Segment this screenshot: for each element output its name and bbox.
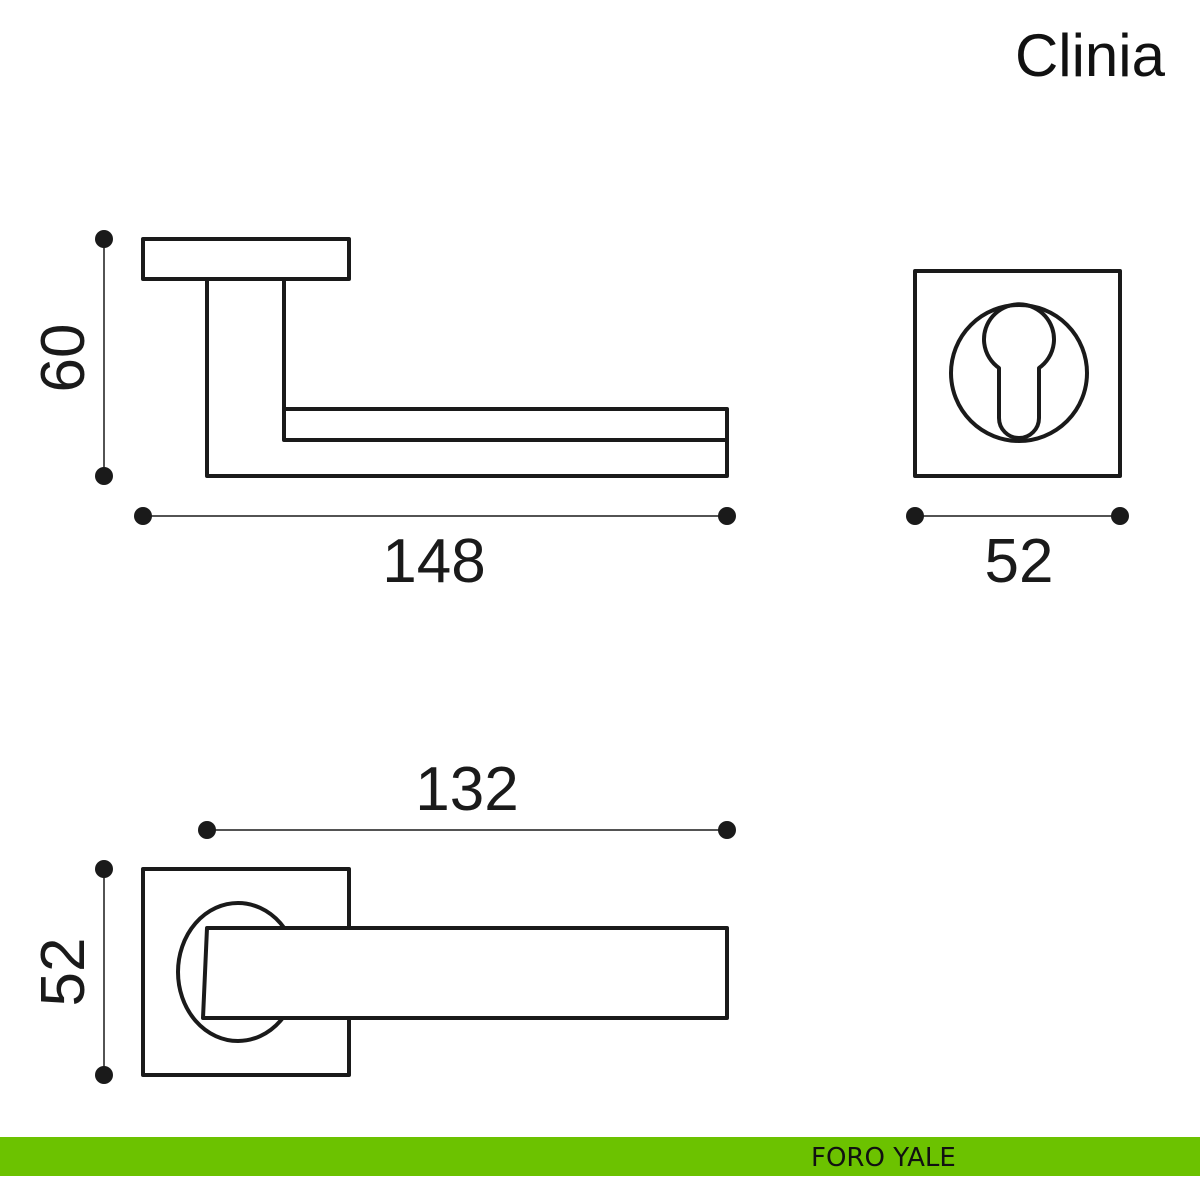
product-title: Clinia [1015,22,1166,89]
side-view-handle [141,237,729,478]
top-view-handle [141,867,729,1077]
dim-label-132: 132 [415,755,518,824]
dim-label-60: 60 [29,324,98,393]
dim-label-52: 52 [985,527,1054,596]
dimension-rose-width: 52 [906,507,1129,596]
dim-label-148: 148 [382,527,485,596]
dimension-side-height: 60 [29,230,113,485]
keyhole-escutcheon [913,269,1122,478]
footer-label: FORO YALE [811,1143,956,1173]
dimension-top-rose-height: 52 [29,860,113,1084]
dimension-side-length: 148 [134,507,736,596]
footer-bar: FORO YALE [0,1137,1200,1176]
dimension-top-length: 132 [198,755,736,839]
dim-label-52-vertical: 52 [29,938,98,1007]
keyhole-icon [982,302,1056,440]
